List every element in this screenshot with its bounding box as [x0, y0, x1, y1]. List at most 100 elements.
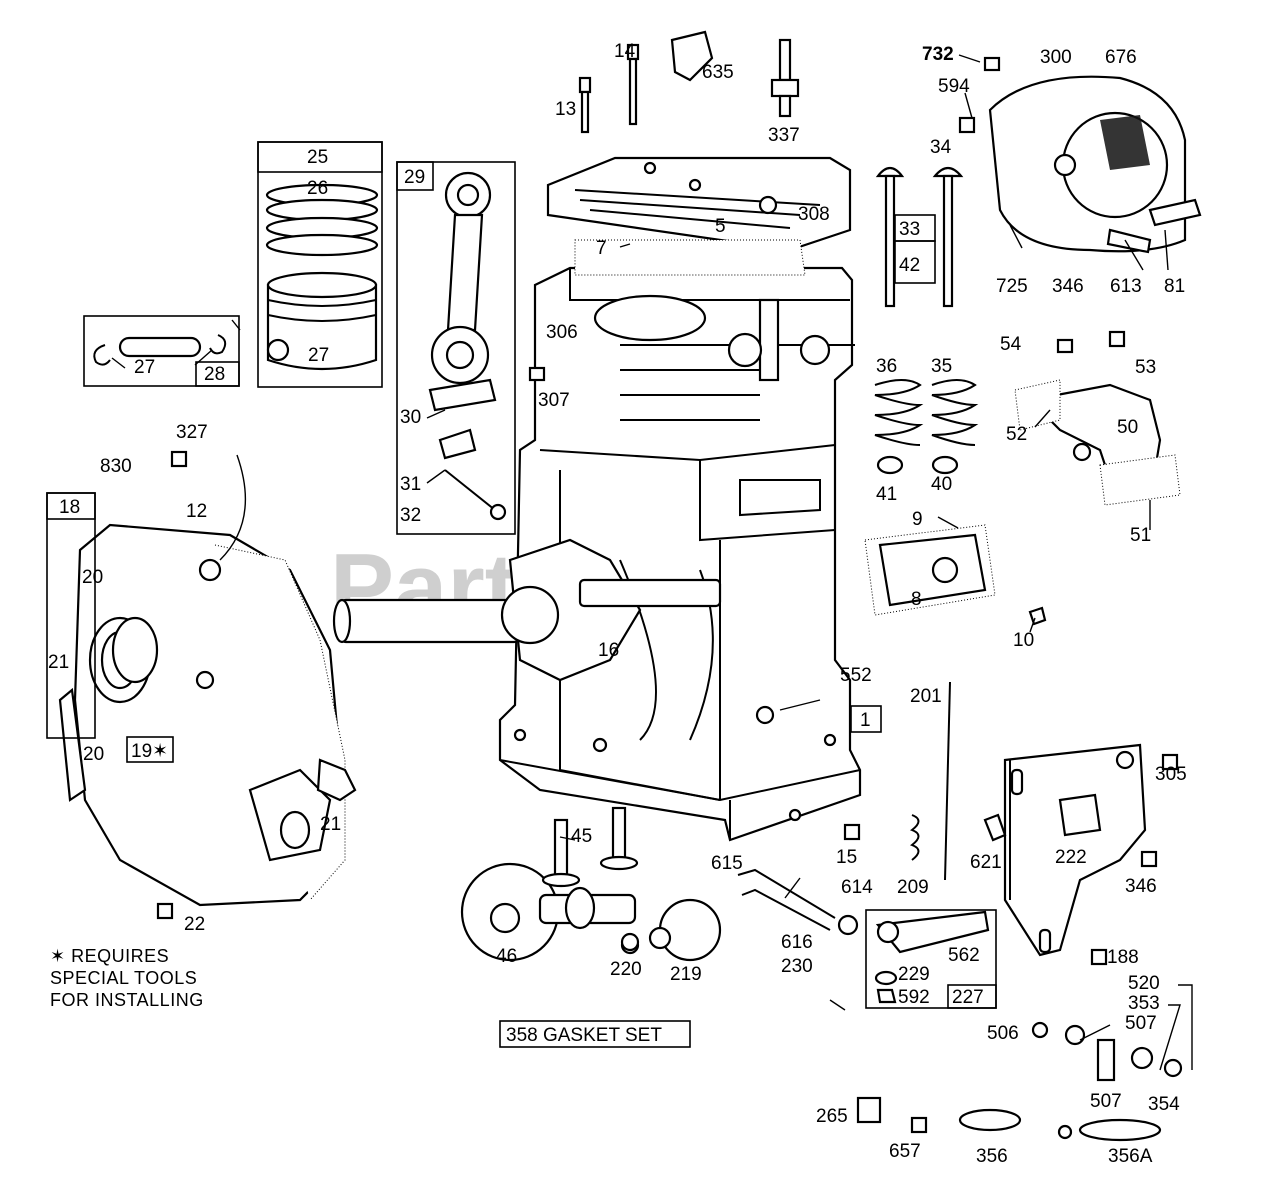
label-306: 306 — [546, 322, 578, 343]
label-201: 201 — [910, 686, 942, 707]
label-830: 830 — [100, 456, 132, 477]
label-54: 54 — [1000, 334, 1022, 355]
head-gasket — [574, 239, 806, 276]
label-520: 520 — [1128, 973, 1160, 994]
label-354: 354 — [1148, 1094, 1180, 1115]
label-45: 45 — [571, 826, 592, 847]
label-34: 34 — [930, 137, 952, 158]
label-46: 46 — [496, 946, 517, 967]
blower-housing — [988, 75, 1202, 254]
crankcase-cover — [58, 523, 357, 907]
label-552: 552 — [840, 665, 872, 686]
label-35: 35 — [931, 356, 952, 377]
label-507-top: 507 — [1125, 1013, 1157, 1034]
label-230: 230 — [781, 956, 813, 977]
label-22: 22 — [184, 914, 205, 935]
camshaft-assembly — [460, 806, 722, 962]
label-16: 16 — [598, 640, 619, 661]
control-bracket — [1003, 743, 1147, 957]
label-53: 53 — [1135, 357, 1156, 378]
label-5: 5 — [715, 216, 726, 237]
gasket-set-label: 358 GASKET SET — [506, 1025, 662, 1046]
label-8: 8 — [911, 589, 922, 610]
label-346-right: 346 — [1125, 876, 1157, 897]
label-188: 188 — [1107, 947, 1139, 968]
cover-box-header — [46, 492, 96, 520]
label-21-left: 21 — [48, 652, 69, 673]
label-28: 28 — [204, 364, 225, 385]
label-346-top: 346 — [1052, 276, 1084, 297]
label-40: 40 — [931, 474, 952, 495]
label-506: 506 — [987, 1023, 1019, 1044]
label-12: 12 — [186, 501, 207, 522]
special-tools-note: ✶ REQUIRES SPECIAL TOOLS FOR INSTALLING — [50, 946, 204, 1010]
label-26: 26 — [307, 178, 328, 199]
label-29: 29 — [404, 167, 425, 188]
label-36: 36 — [876, 356, 897, 377]
note-line-1: ✶ REQUIRES — [50, 946, 169, 966]
label-7: 7 — [596, 238, 607, 259]
label-19-star: 19✶ — [131, 741, 168, 762]
label-42: 42 — [899, 255, 920, 276]
label-592: 592 — [898, 987, 930, 1008]
block-box — [850, 705, 882, 733]
label-725: 725 — [996, 276, 1028, 297]
label-265: 265 — [816, 1106, 848, 1127]
label-32: 32 — [400, 505, 421, 526]
label-614: 614 — [841, 877, 873, 898]
label-613: 613 — [1110, 276, 1142, 297]
leader-lines — [111, 54, 1193, 1071]
breather-assembly — [864, 524, 1047, 626]
label-305: 305 — [1155, 764, 1187, 785]
label-307: 307 — [538, 390, 570, 411]
label-52: 52 — [1006, 424, 1027, 445]
label-220: 220 — [610, 959, 642, 980]
label-51: 51 — [1130, 525, 1151, 546]
note-line-3: FOR INSTALLING — [50, 990, 204, 1010]
valves-and-springs — [874, 166, 979, 475]
label-15: 15 — [836, 847, 857, 868]
label-209: 209 — [897, 877, 929, 898]
label-229: 229 — [898, 964, 930, 985]
label-20-bottom: 20 — [83, 744, 104, 765]
label-353: 353 — [1128, 993, 1160, 1014]
label-615: 615 — [711, 853, 743, 874]
connecting-rod-assembly — [396, 161, 516, 535]
label-676: 676 — [1105, 47, 1137, 68]
label-30: 30 — [400, 407, 421, 428]
label-219: 219 — [670, 964, 702, 985]
crankshaft — [332, 538, 722, 682]
governor-assembly — [737, 868, 997, 1009]
label-621: 621 — [970, 852, 1002, 873]
label-9: 9 — [912, 509, 923, 530]
label-1: 1 — [860, 710, 871, 731]
intake-elbow — [1014, 379, 1181, 506]
label-308: 308 — [798, 204, 830, 225]
label-222: 222 — [1055, 847, 1087, 868]
label-300: 300 — [1040, 47, 1072, 68]
label-562: 562 — [948, 945, 980, 966]
gasket-set-box: 358 GASKET SET — [499, 1020, 691, 1048]
note-line-2: SPECIAL TOOLS — [50, 968, 197, 988]
label-20-top: 20 — [82, 567, 103, 588]
label-227: 227 — [952, 987, 984, 1008]
label-27-piston: 27 — [308, 345, 329, 366]
label-327: 327 — [176, 422, 208, 443]
label-27-pin: 27 — [134, 357, 155, 378]
label-507-bottom: 507 — [1090, 1091, 1122, 1112]
piston-assembly — [257, 141, 383, 388]
label-50: 50 — [1117, 417, 1138, 438]
cylinder-head — [546, 156, 852, 252]
part-number-labels: 14 635 13 337 732 300 676 594 25 26 29 2… — [46, 41, 1187, 1167]
label-356A: 356A — [1108, 1146, 1153, 1167]
label-594: 594 — [938, 76, 970, 97]
label-356: 356 — [976, 1146, 1008, 1167]
piston-pin-box — [83, 315, 240, 387]
label-337: 337 — [768, 125, 800, 146]
label-25: 25 — [307, 147, 328, 168]
label-31: 31 — [400, 474, 421, 495]
label-81: 81 — [1164, 276, 1185, 297]
label-10: 10 — [1013, 630, 1034, 651]
label-21-right: 21 — [320, 814, 341, 835]
